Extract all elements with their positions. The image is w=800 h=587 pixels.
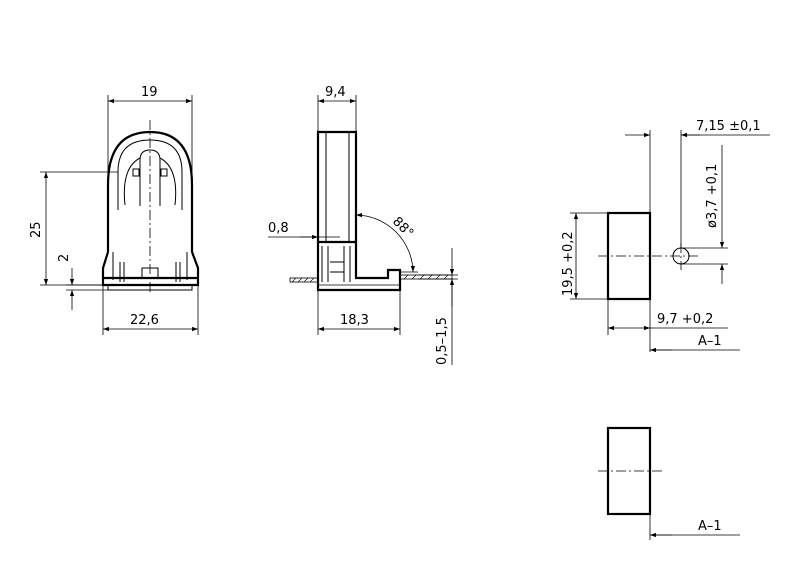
dim-side-angle: 88° (389, 214, 416, 241)
dim-cutout-width: 9,7 +0,2 (657, 312, 713, 327)
dim-cutout-height: 19,5 +0,2 (561, 231, 576, 296)
dim-side-width-base: 18,3 (340, 313, 369, 328)
ref-a1-upper: A–1 (698, 334, 722, 349)
cutout-view-upper: 7,15 ±0,1 ø3,7 +0,1 19,5 +0,2 9,7 +0,2 A… (561, 119, 770, 353)
dim-side-width-top: 9,4 (325, 85, 346, 100)
front-view: 19 25 2 22,6 (29, 85, 200, 335)
ref-a1-lower: A–1 (698, 519, 722, 534)
side-view: 9,4 0,8 88° 18,3 0,5–1,5 (268, 85, 458, 365)
dim-side-wall: 0,8 (268, 221, 289, 236)
dim-cutout-hole: ø3,7 +0,1 (705, 164, 720, 228)
dim-side-panel: 0,5–1,5 (435, 317, 450, 365)
dim-front-width-top: 19 (141, 85, 158, 100)
dim-front-foot: 2 (57, 254, 72, 262)
dim-cutout-offset: 7,15 ±0,1 (696, 119, 761, 134)
cutout-view-lower: A–1 (598, 426, 740, 540)
dim-front-height: 25 (29, 221, 44, 238)
dim-front-width-base: 22,6 (130, 313, 159, 328)
